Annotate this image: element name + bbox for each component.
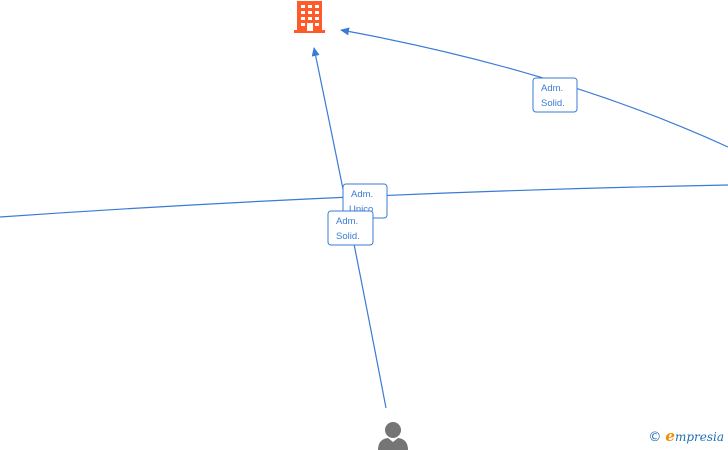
edge-label-line-2: Unico <box>349 204 373 215</box>
edge-label-horizontal[interactable]: Adm. Unico <box>342 183 388 219</box>
edge-label-person-company[interactable]: Adm. Solid. <box>327 210 374 246</box>
edge-label-line-2: Solid. <box>336 231 360 242</box>
brand-watermark: © empresia <box>648 427 724 445</box>
person-icon[interactable] <box>378 422 408 450</box>
edge-label-line-1: Adm. <box>541 83 563 94</box>
edge-label-right-upper[interactable]: Adm. Solid. <box>532 77 578 113</box>
edge-label-line-1: Adm. <box>351 189 373 200</box>
copyright-icon: © <box>648 430 662 445</box>
edge-label-line-2: Solid. <box>541 98 565 109</box>
brand-logo: empresia <box>665 427 724 445</box>
building-icon[interactable] <box>294 1 325 33</box>
edge-label-line-1: Adm. <box>336 216 358 227</box>
